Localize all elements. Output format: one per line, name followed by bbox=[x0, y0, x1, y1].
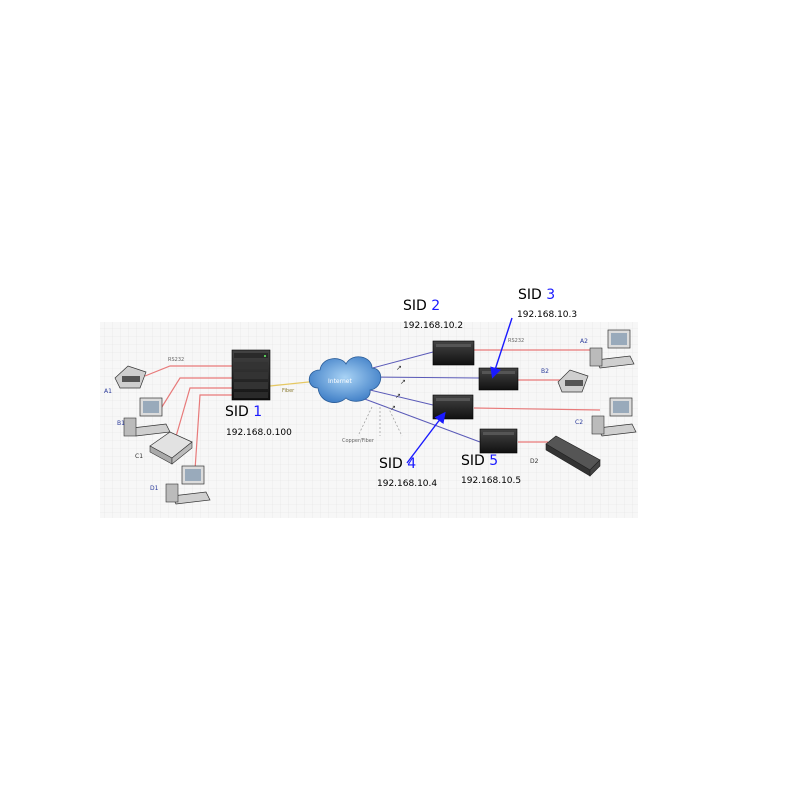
sid5-switch bbox=[479, 428, 518, 454]
device-c1-box bbox=[149, 431, 193, 465]
rs232-left-label: RS232 bbox=[168, 357, 184, 363]
device-d2-label: D2 bbox=[530, 458, 539, 465]
sid2-prefix: SID bbox=[403, 298, 427, 314]
internet-cloud bbox=[308, 356, 382, 403]
sid2-label: SID 2 bbox=[403, 298, 440, 314]
rs232-right-label: RS232 bbox=[508, 338, 524, 344]
sid5-ip: 192.168.10.5 bbox=[461, 476, 522, 486]
sid3-annotation-arrow bbox=[490, 317, 513, 379]
sid1-ip: 192.168.0.100 bbox=[226, 428, 292, 438]
sid3-number: 3 bbox=[546, 287, 556, 303]
sid3-switch bbox=[478, 367, 519, 391]
sid4-switch bbox=[432, 394, 474, 420]
sid3-label: SID 3 bbox=[518, 287, 555, 303]
device-a2-label: A2 bbox=[580, 338, 588, 345]
sid4-ip: 192.168.10.4 bbox=[377, 479, 438, 489]
device-a1-printer bbox=[114, 365, 147, 389]
sid4-prefix: SID bbox=[379, 456, 403, 472]
left-rs232-links bbox=[144, 365, 232, 471]
device-a1-label: A1 bbox=[104, 388, 112, 395]
sid4-label: SID 4 bbox=[379, 456, 416, 472]
cloud-links bbox=[361, 351, 481, 443]
device-a2-computer bbox=[589, 329, 635, 369]
svg-text:↗: ↗ bbox=[400, 378, 406, 386]
device-b1-computer bbox=[123, 397, 171, 437]
fiber-label: Fiber bbox=[282, 388, 295, 394]
sid2-ip: 192.168.10.2 bbox=[403, 321, 464, 331]
sid2-number: 2 bbox=[431, 298, 441, 314]
copper-fiber-label: Copper/Fiber bbox=[342, 438, 375, 444]
sid3-prefix: SID bbox=[518, 287, 542, 303]
cloud-label: Internet bbox=[328, 378, 352, 385]
device-b2-label: B2 bbox=[541, 368, 549, 375]
device-b2-printer bbox=[557, 369, 589, 393]
device-c2-computer bbox=[591, 397, 637, 437]
device-d1-computer bbox=[165, 465, 211, 505]
sid5-number: 5 bbox=[489, 453, 499, 469]
sid2-switch bbox=[432, 340, 475, 366]
sid5-prefix: SID bbox=[461, 453, 485, 469]
right-rs232-links bbox=[473, 349, 601, 443]
sid4-annotation-arrow bbox=[406, 411, 446, 464]
sid3-ip: 192.168.10.3 bbox=[517, 310, 578, 320]
svg-text:↗: ↗ bbox=[396, 364, 402, 372]
sid1-label: SID 1 bbox=[225, 404, 262, 420]
device-d2-rack bbox=[545, 435, 601, 477]
link-marks: ↗ ↗ ↗ ↗ bbox=[390, 364, 406, 412]
device-b1-label: B1 bbox=[117, 420, 125, 427]
sid1-prefix: SID bbox=[225, 404, 249, 420]
sid1-rack-server bbox=[231, 349, 271, 401]
device-c1-label: C1 bbox=[135, 453, 143, 460]
sid4-number: 4 bbox=[407, 456, 417, 472]
copper-fiber-links bbox=[357, 406, 403, 437]
device-c2-label: C2 bbox=[575, 419, 583, 426]
svg-text:↗: ↗ bbox=[395, 392, 401, 400]
sid5-label: SID 5 bbox=[461, 453, 498, 469]
sid1-number: 1 bbox=[253, 404, 263, 420]
device-d1-label: D1 bbox=[150, 485, 159, 492]
svg-text:↗: ↗ bbox=[390, 404, 396, 412]
